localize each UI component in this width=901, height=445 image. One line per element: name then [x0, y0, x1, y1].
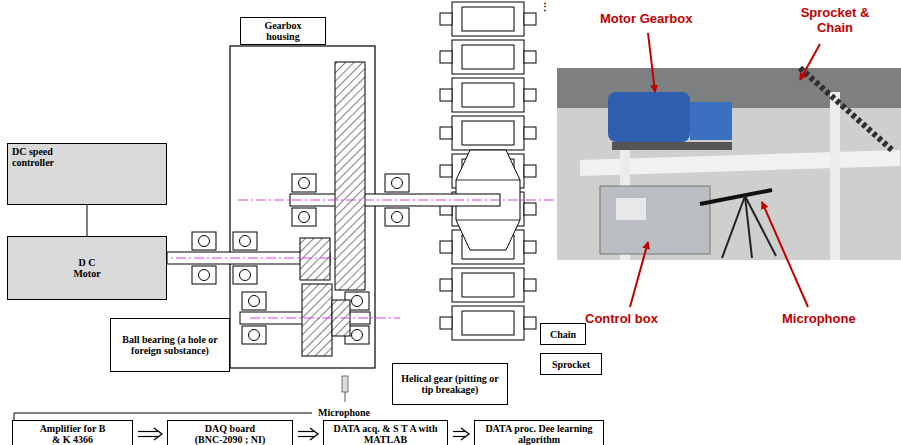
photo-callout: Sprocket & Chain	[790, 6, 880, 36]
box-text: Gearbox housing	[253, 20, 313, 42]
continuation-mark: ⋮	[540, 1, 550, 13]
microphone-label: Microphone	[318, 407, 370, 419]
chain-label-box: Chain	[540, 323, 586, 345]
photo-callout: Control box	[585, 312, 658, 327]
process-box: DAQ board (BNC-2090 ; NI)	[167, 420, 293, 445]
box-text: Amplifier for B & K 4366	[38, 423, 108, 445]
process-box: DATA proc. Dee learning algorithm	[474, 420, 604, 445]
sprocket-label-box: Sprocket	[540, 353, 602, 375]
gear-callout-box: Helical gear (pitting or tip breakage)	[392, 363, 508, 405]
box-text: D C Motor	[67, 257, 107, 279]
box-text: Helical gear (pitting or tip breakage)	[400, 373, 500, 395]
photo-callout: Motor Gearbox	[600, 12, 692, 27]
box-text: Sprocket	[552, 359, 590, 370]
box-text: Chain	[550, 329, 576, 340]
box-text: DATA proc. Dee learning algorithm	[479, 423, 599, 445]
process-box: Amplifier for B & K 4366	[12, 420, 133, 445]
photo-callout: Microphone	[782, 312, 856, 327]
box-text: Ball bearing (a hole or foreign substanc…	[120, 334, 220, 356]
box-text: DAQ board (BNC-2090 ; NI)	[190, 423, 270, 445]
box-text: DC speed controller	[12, 146, 72, 168]
motor-box: D C Motor	[7, 236, 167, 300]
wire-line	[87, 205, 88, 236]
flow-arrow	[298, 428, 318, 440]
process-box: DATA acq. & S T A with MATLAB	[323, 420, 448, 445]
flow-arrow	[453, 428, 469, 440]
flow-arrow	[138, 428, 162, 440]
box-text: DATA acq. & S T A with MATLAB	[328, 423, 443, 445]
controller-box: DC speed controller	[7, 143, 167, 205]
bearing-callout-box: Ball bearing (a hole or foreign substanc…	[110, 318, 230, 372]
housing-label-box: Gearbox housing	[240, 17, 326, 45]
